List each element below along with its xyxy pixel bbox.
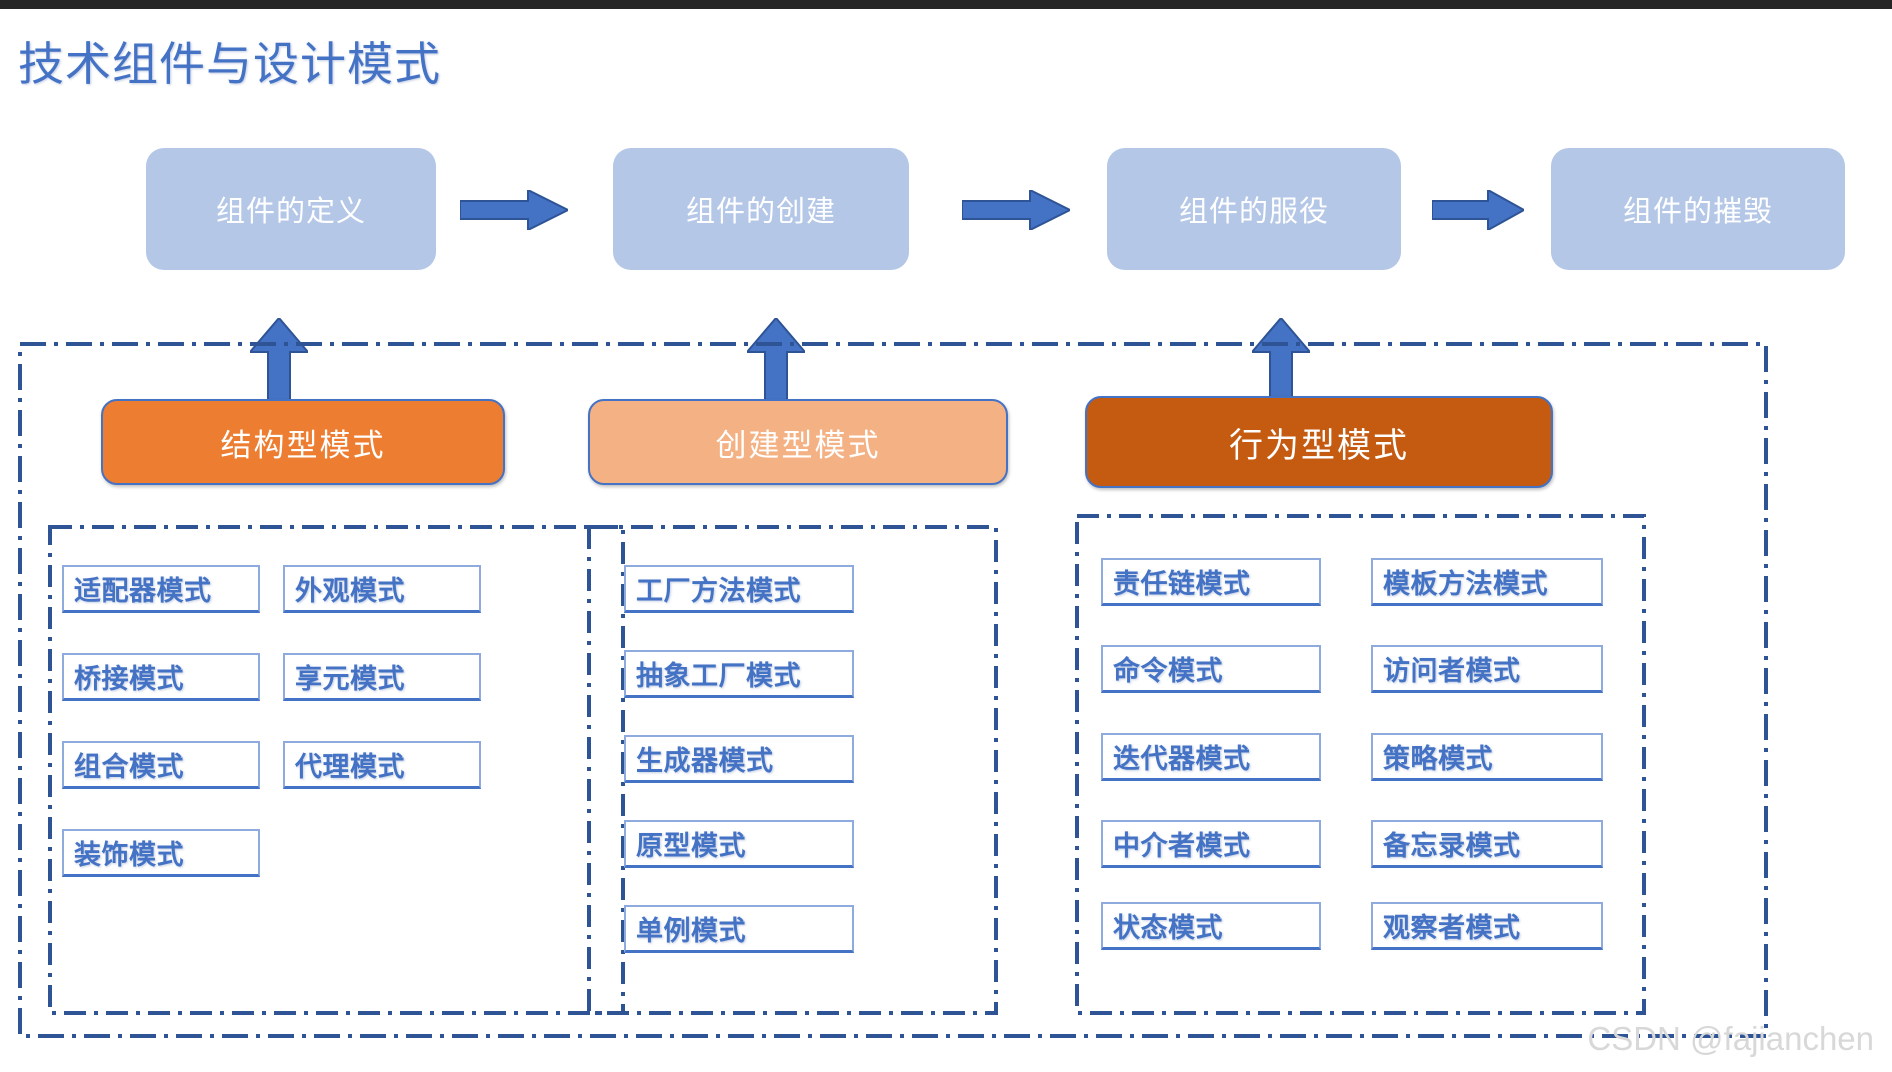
pattern-chip[interactable]: 中介者模式	[1101, 820, 1321, 868]
category-header-label: 结构型模式	[220, 427, 386, 463]
pattern-chip[interactable]: 命令模式	[1101, 645, 1321, 693]
pattern-chip[interactable]: 原型模式	[624, 820, 854, 868]
top-dark-strip	[0, 0, 1892, 9]
lifecycle-stage-service[interactable]: 组件的服役	[1107, 148, 1401, 270]
flow-arrow-right-icon	[459, 188, 571, 232]
link-arrow-up-icon	[247, 316, 311, 409]
watermark: CSDN @fajianchen	[1587, 1020, 1874, 1057]
pattern-chip[interactable]: 工厂方法模式	[624, 565, 854, 613]
flow-arrow-right-icon	[961, 188, 1073, 232]
pattern-chip[interactable]: 抽象工厂模式	[624, 650, 854, 698]
flow-arrow-right-icon	[1431, 188, 1527, 232]
lifecycle-stage-label: 组件的摧毁	[1622, 196, 1773, 228]
pattern-chip[interactable]: 备忘录模式	[1371, 820, 1603, 868]
lifecycle-stage-definition[interactable]: 组件的定义	[146, 148, 436, 270]
lifecycle-stage-label: 组件的定义	[215, 196, 366, 228]
lifecycle-stage-destruction[interactable]: 组件的摧毁	[1551, 148, 1845, 270]
lifecycle-stage-label: 组件的服役	[1178, 196, 1329, 228]
link-arrow-up-icon	[1249, 316, 1313, 409]
lifecycle-stage-label: 组件的创建	[685, 196, 836, 228]
pattern-chip[interactable]: 生成器模式	[624, 735, 854, 783]
pattern-chip[interactable]: 观察者模式	[1371, 902, 1603, 950]
category-header-label: 行为型模式	[1229, 427, 1409, 465]
category-header-label: 创建型模式	[715, 427, 881, 463]
pattern-chip[interactable]: 责任链模式	[1101, 558, 1321, 606]
pattern-chip[interactable]: 单例模式	[624, 905, 854, 953]
link-arrow-up-icon	[744, 316, 808, 409]
lifecycle-stage-creation[interactable]: 组件的创建	[613, 148, 909, 270]
pattern-chip[interactable]: 享元模式	[283, 653, 481, 701]
pattern-chip[interactable]: 适配器模式	[62, 565, 260, 613]
pattern-chip[interactable]: 状态模式	[1101, 902, 1321, 950]
pattern-chip[interactable]: 装饰模式	[62, 829, 260, 877]
pattern-chip[interactable]: 策略模式	[1371, 733, 1603, 781]
category-header-behavioral[interactable]: 行为型模式	[1085, 396, 1553, 488]
pattern-chip[interactable]: 组合模式	[62, 741, 260, 789]
page-title: 技术组件与设计模式	[18, 38, 441, 90]
pattern-chip[interactable]: 迭代器模式	[1101, 733, 1321, 781]
pattern-chip[interactable]: 模板方法模式	[1371, 558, 1603, 606]
pattern-chip[interactable]: 外观模式	[283, 565, 481, 613]
pattern-chip[interactable]: 桥接模式	[62, 653, 260, 701]
category-header-creational[interactable]: 创建型模式	[588, 399, 1008, 485]
category-header-structural[interactable]: 结构型模式	[101, 399, 505, 485]
pattern-chip[interactable]: 代理模式	[283, 741, 481, 789]
pattern-chip[interactable]: 访问者模式	[1371, 645, 1603, 693]
